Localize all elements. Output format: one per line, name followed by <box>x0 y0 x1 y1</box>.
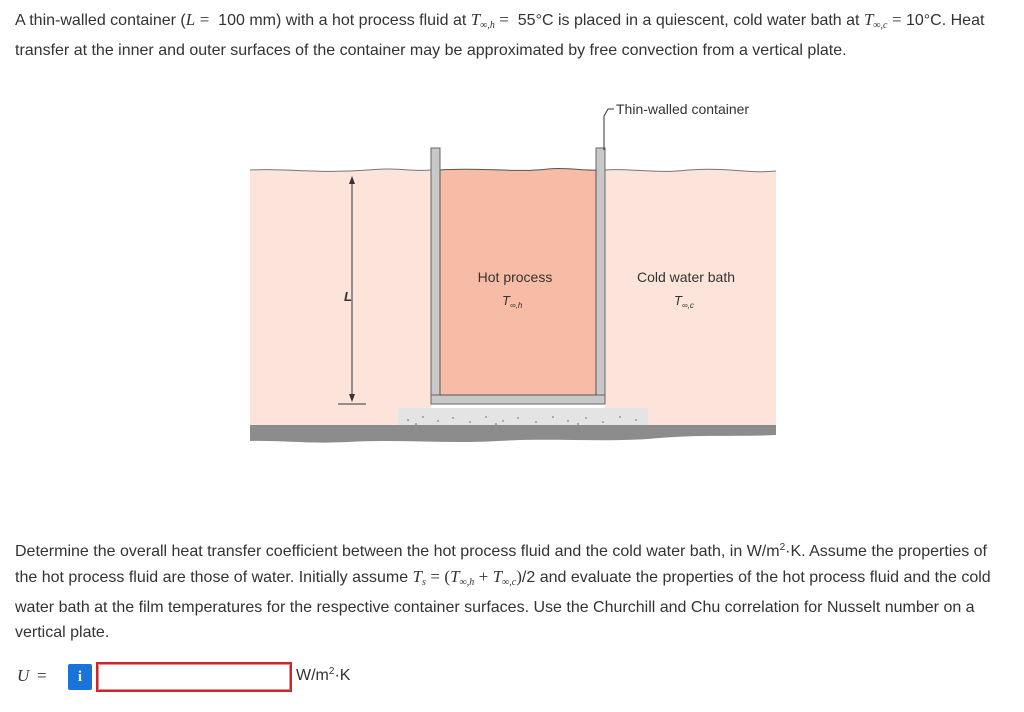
info-icon[interactable]: i <box>68 664 92 690</box>
T-symbol: T <box>470 10 481 29</box>
equals-sign: = <box>430 567 440 586</box>
equals-sign: = <box>499 10 509 29</box>
dimension-arrow-bottom <box>349 394 355 402</box>
hot-fluid-temperature: T∞,h <box>502 293 523 310</box>
answer-variable: U <box>17 666 30 685</box>
dimension-label: L <box>344 289 352 304</box>
container-diagram: L Thin-walled container Hot process T∞,h… <box>249 101 777 443</box>
divide-by-two: /2 <box>521 569 536 586</box>
container-leader-line <box>603 108 614 150</box>
cold-T-symbol: T <box>674 293 683 308</box>
hot-T-symbol: T <box>502 293 511 308</box>
paren-open: ( <box>444 567 451 586</box>
water-surface-line <box>249 168 432 172</box>
container-bottom-wall <box>430 394 606 405</box>
unit-text: W/m <box>296 667 329 684</box>
paren-close: ) <box>516 567 522 586</box>
question-superscript: 2 <box>779 542 786 553</box>
cold-bath-label: Cold water bath <box>637 269 735 285</box>
cold-bath-temperature: T∞,c <box>674 293 694 310</box>
T-symbol: T <box>412 567 423 586</box>
plus-sign: + <box>478 567 489 586</box>
T-symbol: T <box>863 10 874 29</box>
problem-question: Determine the overall heat transfer coef… <box>15 535 1010 645</box>
water-surface-line-right <box>604 168 777 173</box>
container-left-wall <box>430 147 441 405</box>
problem-intro: A thin-walled container (L = 100 mm) wit… <box>15 7 1010 63</box>
hot-temperature-text: 55°C is placed in a quiescent, cold wate… <box>517 12 864 29</box>
Ts-subscript: s <box>422 577 426 588</box>
gravel-bed <box>398 408 648 425</box>
T-symbol: T <box>450 567 460 586</box>
answer-row: U = i W/m2·K <box>15 660 415 694</box>
answer-unit: W/m2·K <box>296 666 350 685</box>
hot-process-fluid <box>439 167 597 396</box>
container-right-wall <box>595 147 606 405</box>
equals-sign: = <box>891 10 902 29</box>
container-label: Thin-walled container <box>616 101 749 117</box>
hot-T-subscript: ∞,h <box>510 301 523 310</box>
answer-input[interactable] <box>96 662 292 692</box>
T-hot-subscript: ∞,h <box>480 20 495 31</box>
length-value-text: 100 mm) with a hot process fluid at <box>218 12 471 29</box>
cold-water-bath <box>250 169 431 425</box>
T-symbol: T <box>492 567 503 586</box>
T-cold-subscript: ∞,c <box>502 577 517 588</box>
cold-T-subscript: ∞,c <box>682 301 694 310</box>
dimension-arrow-top <box>349 176 355 184</box>
question-text: Determine the overall heat transfer coef… <box>15 543 780 560</box>
cold-water-bath-right <box>605 169 776 425</box>
floor <box>250 425 776 443</box>
unit-tail: ·K <box>334 667 351 684</box>
hot-fluid-label: Hot process <box>478 269 553 285</box>
unit-superscript: 2 <box>328 666 335 677</box>
T-cold-subscript: ∞,c <box>873 20 888 31</box>
intro-text-2: 10°C. Heat transfer at the inner and out… <box>15 12 985 59</box>
L-symbol: L <box>185 10 196 29</box>
equals-sign: = <box>199 10 210 29</box>
question-text-3: and evaluate the properties of the hot p… <box>15 569 991 641</box>
question-text-2: ·K. Assume the properties of the hot pro… <box>15 543 987 586</box>
gravel-dots <box>407 416 637 425</box>
intro-text: A thin-walled container ( <box>15 12 186 29</box>
answer-equals: = <box>37 666 47 685</box>
T-hot-subscript: ∞,h <box>459 577 475 588</box>
